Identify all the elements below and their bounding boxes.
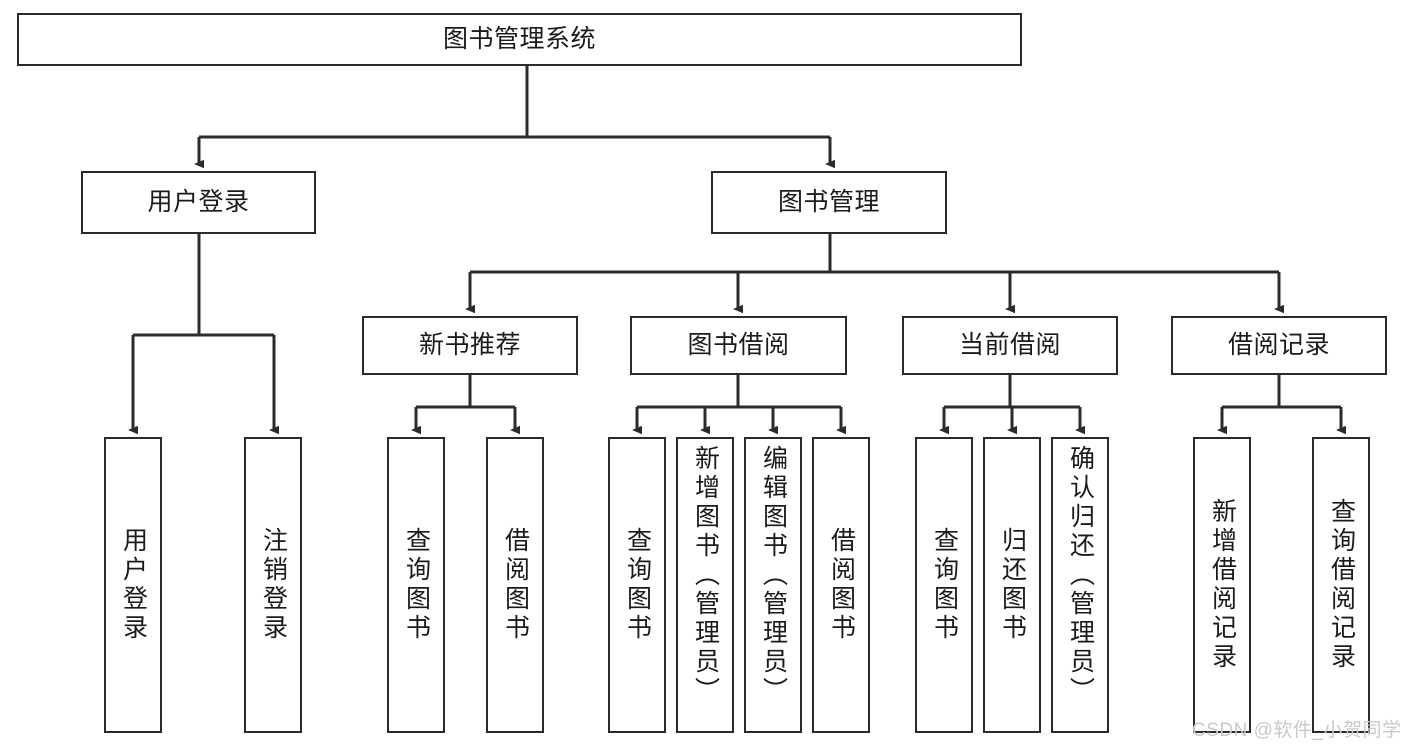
node-label: 新增图书（管理员）: [691, 445, 720, 706]
node-label: 新书推荐: [418, 331, 521, 359]
node-label: 图书借阅: [687, 331, 790, 359]
node-borrow-record[interactable]: 借阅记录: [1171, 316, 1387, 375]
node-user-login[interactable]: 用户登录: [81, 171, 316, 234]
leaf-add-borrow-record[interactable]: 新增借阅记录: [1193, 437, 1251, 733]
leaf-edit-book-admin[interactable]: 编辑图书（管理员）: [744, 437, 802, 733]
node-label: 查询借阅记录: [1327, 498, 1356, 672]
leaf-query-book-current[interactable]: 查询图书: [915, 437, 973, 733]
leaf-user-login[interactable]: 用户登录: [104, 437, 162, 733]
node-label: 借阅图书: [827, 527, 856, 643]
node-book-borrow[interactable]: 图书借阅: [630, 316, 847, 375]
node-label: 编辑图书（管理员）: [759, 445, 788, 706]
leaf-query-book-borrow[interactable]: 查询图书: [608, 437, 666, 733]
node-label: 新增借阅记录: [1208, 498, 1237, 672]
leaf-return-book[interactable]: 归还图书: [983, 437, 1041, 733]
leaf-query-book-recommend[interactable]: 查询图书: [387, 437, 445, 733]
csdn-watermark: CSDN @软件_小贺同学: [1192, 720, 1402, 741]
node-new-book-recommend[interactable]: 新书推荐: [362, 316, 578, 375]
node-label: 确认归还（管理员）: [1066, 445, 1095, 706]
node-label: 图书管理: [777, 188, 880, 216]
node-book-management[interactable]: 图书管理: [711, 171, 947, 234]
node-label: 用户登录: [119, 527, 148, 643]
node-label: 查询图书: [930, 527, 959, 643]
node-label: 注销登录: [259, 527, 288, 643]
node-label: 查询图书: [623, 527, 652, 643]
node-label: 归还图书: [998, 527, 1027, 643]
node-label: 借阅记录: [1227, 331, 1330, 359]
leaf-query-borrow-record[interactable]: 查询借阅记录: [1312, 437, 1370, 733]
leaf-logout-login[interactable]: 注销登录: [244, 437, 302, 733]
leaf-borrow-book[interactable]: 借阅图书: [812, 437, 870, 733]
leaf-confirm-return-admin[interactable]: 确认归还（管理员）: [1051, 437, 1109, 733]
node-label: 查询图书: [402, 527, 431, 643]
node-label: 图书管理系统: [442, 25, 596, 53]
node-label: 借阅图书: [501, 527, 530, 643]
node-label: 当前借阅: [958, 331, 1061, 359]
node-label: 用户登录: [147, 188, 250, 216]
leaf-borrow-book-recommend[interactable]: 借阅图书: [486, 437, 544, 733]
leaf-add-book-admin[interactable]: 新增图书（管理员）: [676, 437, 734, 733]
node-root-system[interactable]: 图书管理系统: [17, 13, 1022, 66]
node-current-borrow[interactable]: 当前借阅: [902, 316, 1118, 375]
